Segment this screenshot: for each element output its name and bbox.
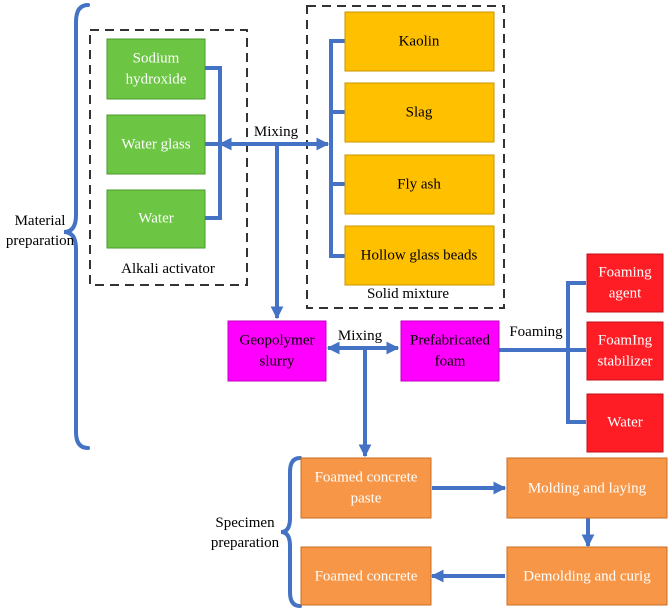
- node-water-glass: Water glass: [106, 114, 206, 175]
- solid-mixture-group: [306, 5, 505, 309]
- node-foamed-concrete: Foamed concrete: [300, 546, 432, 606]
- node-label: Prefabricated: [410, 332, 490, 348]
- mixing-label-1: Mixing: [254, 124, 299, 140]
- node-water-2: Water: [586, 393, 664, 453]
- node-label: Geopolymer: [240, 332, 315, 348]
- node-label: hydroxide: [126, 71, 187, 87]
- node-water-1: Water: [106, 189, 206, 249]
- specimen-preparation-brace: [280, 456, 302, 608]
- node-label: slurry: [260, 353, 295, 369]
- node-label: Water: [607, 414, 642, 430]
- node-label: Fly ash: [397, 176, 441, 192]
- connector-foaming-comb: [566, 281, 586, 424]
- node-label: paste: [351, 490, 382, 506]
- node-label: Water: [138, 210, 173, 226]
- node-fly-ash: Fly ash: [344, 154, 495, 215]
- node-label: stabilizer: [598, 353, 653, 369]
- node-slag: Slag: [344, 82, 495, 143]
- material-preparation-brace: [63, 3, 90, 450]
- specimen-preparation-label-line1: Specimen: [215, 515, 275, 531]
- connector-solid-mixture: [329, 39, 345, 258]
- node-demolding-and-curing: Demolding and curig: [506, 546, 668, 606]
- node-label: Foamed concrete: [315, 568, 418, 584]
- node-sodium-hydroxide: Sodium hydroxide: [106, 38, 206, 100]
- node-label: FoamIng: [598, 332, 653, 348]
- node-foaming-stabilizer: FoamIng stabilizer: [586, 321, 664, 381]
- node-geopolymer-slurry: Geopolymer slurry: [227, 320, 327, 382]
- node-label: Demolding and curig: [523, 568, 651, 584]
- node-label: Water glass: [121, 136, 190, 152]
- node-label: agent: [609, 285, 642, 301]
- alkali-activator-group: [89, 29, 248, 286]
- node-label: Hollow glass beads: [361, 247, 478, 263]
- specimen-preparation-label-line2: preparation: [211, 535, 280, 551]
- node-label: Kaolin: [399, 33, 440, 49]
- node-foamed-concrete-paste: Foamed concrete paste: [300, 457, 432, 519]
- solid-mixture-label: Solid mixture: [367, 286, 449, 302]
- node-molding-and-laying: Molding and laying: [506, 457, 668, 519]
- node-label: Foaming: [598, 264, 652, 280]
- node-prefabricated-foam: Prefabricated foam: [400, 320, 500, 382]
- foaming-label: Foaming: [509, 324, 563, 340]
- node-label: Foamed concrete: [315, 469, 418, 485]
- alkali-activator-label: Alkali activator: [121, 261, 215, 277]
- node-label: foam: [435, 353, 466, 369]
- mixing-label-2: Mixing: [338, 328, 383, 344]
- node-label: Molding and laying: [528, 480, 647, 496]
- material-preparation-label-line1: Material: [15, 213, 66, 229]
- node-kaolin: Kaolin: [344, 11, 495, 72]
- node-label: Sodium: [133, 50, 180, 66]
- node-hollow-glass-beads: Hollow glass beads: [344, 225, 495, 286]
- material-preparation-label-line2: preparation: [6, 233, 75, 249]
- node-foaming-agent: Foaming agent: [586, 253, 664, 313]
- node-label: Slag: [406, 104, 433, 120]
